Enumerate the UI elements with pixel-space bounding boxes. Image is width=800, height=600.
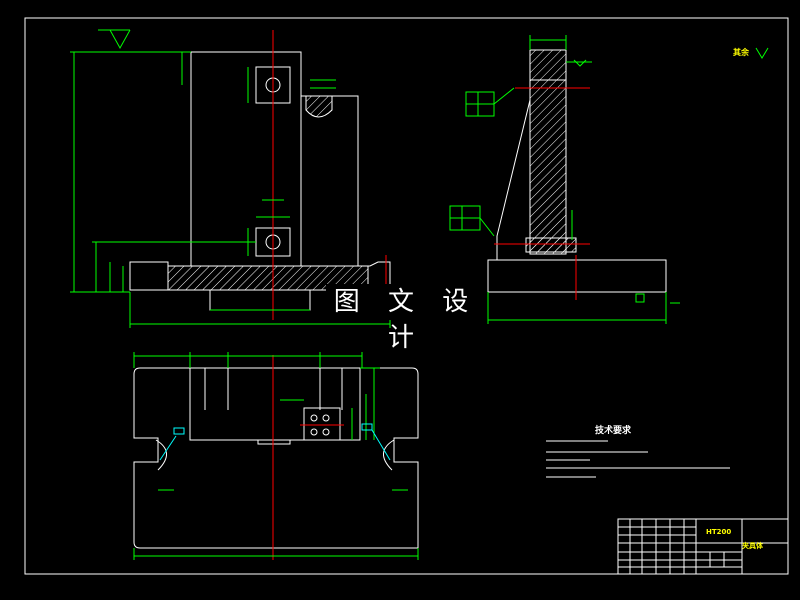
tech-requirements-title: 技术要求 (595, 426, 632, 436)
title-block-material: HT200 (706, 528, 732, 536)
side-view-dimensions (449, 35, 769, 324)
top-view-dimensions (133, 352, 419, 560)
drawing-frame (24, 17, 789, 575)
surface-roughness-note: 其余 (733, 48, 749, 57)
front-view-dimensions (70, 29, 391, 328)
tech-requirements-lines (546, 440, 730, 478)
top-view-holes (310, 414, 330, 436)
title-block (617, 518, 789, 575)
front-view (129, 51, 391, 311)
top-view (133, 367, 419, 549)
top-view-leaders (159, 423, 391, 461)
watermark: 图 文 设 计 (326, 284, 486, 353)
side-view (487, 49, 667, 293)
title-block-drawing-name: 夹具体 (742, 542, 763, 550)
